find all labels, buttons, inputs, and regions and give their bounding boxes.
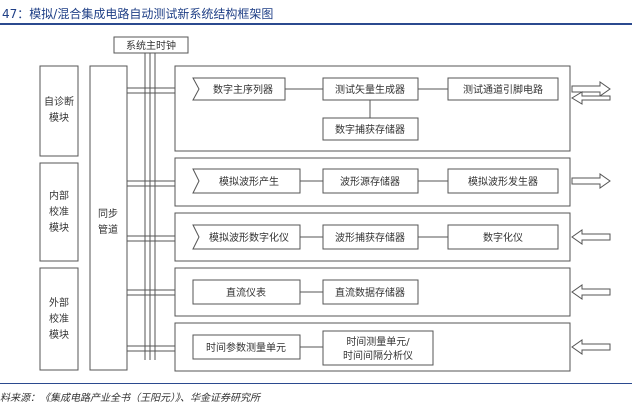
- source-note: 料来源：《集成电路产业全书（王阳元）》、华金证券研究所: [0, 393, 260, 404]
- dc-data-memory-label: 直流数据存储器: [335, 286, 405, 299]
- sync-connectors: [127, 87, 175, 352]
- internal-cal-label-2: 校准: [49, 205, 69, 218]
- self-diag-label-2: 模块: [49, 112, 69, 124]
- title-rule: [0, 23, 632, 25]
- figure-title: 47：模拟/混合集成电路自动测试新系统结构框架图: [2, 7, 274, 21]
- pin-electronics-label: 测试通道引脚电路: [463, 83, 543, 96]
- internal-cal-label-1: 内部: [49, 189, 69, 202]
- source-rule: [0, 383, 632, 384]
- io-arrows: [571, 81, 611, 355]
- self-diagnosis-module: [39, 65, 79, 157]
- internal-calibration-module: [39, 162, 79, 262]
- analog-waveform-gen-label: 模拟波形产生: [219, 175, 279, 188]
- analog-waveform-generator-label: 模拟波形发生器: [468, 175, 538, 188]
- sync-label-2: 管道: [98, 223, 118, 236]
- input-arrow-icon: [571, 91, 611, 105]
- external-cal-label-1: 外部: [49, 296, 69, 309]
- time-interval-analyzer-box: [322, 330, 434, 366]
- analog-source-row: [174, 157, 571, 207]
- time-interval-analyzer-label: 时间间隔分析仪: [343, 349, 413, 362]
- output-arrow-icon: [571, 173, 611, 189]
- analog-waveform-gen-box: [192, 168, 301, 194]
- vector-generator-label: 测试矢量生成器: [335, 83, 405, 96]
- external-cal-label-2: 校准: [49, 312, 69, 325]
- waveform-capture-memory-label: 波形捕获存储器: [335, 231, 405, 244]
- digitizer-label: 数字化仪: [483, 231, 523, 244]
- digital-sequencer-label: 数字主序列器: [213, 83, 273, 96]
- analog-digitizer-box: [192, 224, 301, 250]
- input-arrow-icon: [571, 284, 611, 300]
- digital-sequencer-box: [192, 77, 286, 101]
- waveform-source-memory-label: 波形源存储器: [340, 175, 400, 188]
- analog-capture-row: [174, 212, 571, 262]
- clock-label: 系统主时钟: [126, 39, 176, 52]
- time-measure-unit-label: 时间测量单元/: [346, 335, 410, 348]
- digital-subsystem-row: [174, 65, 571, 152]
- self-diag-label-1: 自诊断: [44, 95, 74, 108]
- time-measurement-row: [174, 322, 571, 372]
- dc-measurement-row: [174, 267, 571, 317]
- input-arrow-icon: [571, 339, 611, 355]
- external-calibration-module: [39, 267, 79, 371]
- analog-digitizer-label: 模拟波形数字化仪: [209, 231, 289, 244]
- system-clock-box: [113, 36, 189, 54]
- time-parameter-unit-label: 时间参数测量单元: [206, 341, 286, 354]
- digital-capture-memory-label: 数字捕获存储器: [335, 123, 405, 136]
- sync-label-1: 同步: [98, 208, 118, 220]
- dc-instrument-label: 直流仪表: [226, 286, 266, 299]
- internal-cal-label-3: 模块: [49, 222, 69, 234]
- output-arrow-icon: [571, 81, 611, 97]
- external-cal-label-3: 模块: [49, 329, 69, 341]
- sync-pipeline-block: [89, 65, 128, 371]
- input-arrow-icon: [571, 229, 611, 245]
